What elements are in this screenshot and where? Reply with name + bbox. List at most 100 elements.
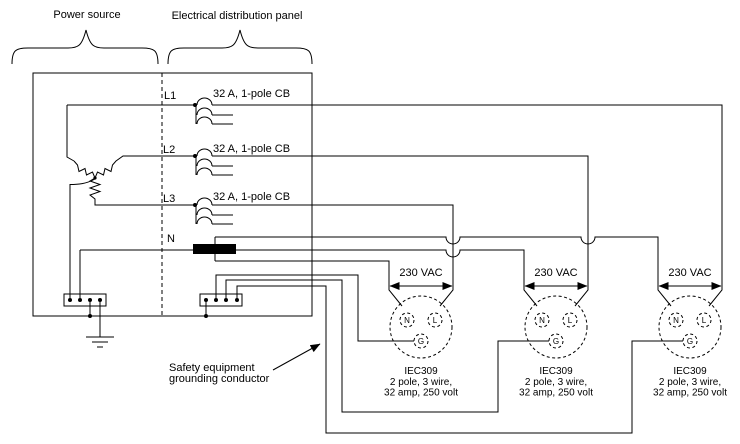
neutral-system [80, 237, 671, 306]
pin-n [400, 313, 414, 327]
junction-dot [88, 314, 92, 318]
panel-brace [168, 30, 312, 64]
ground-wire-connector1 [216, 275, 414, 341]
terminal-dot [98, 298, 102, 302]
pin-l [428, 313, 442, 327]
l1-wire-to-connector3 [212, 105, 722, 306]
power-source-label: Power source [53, 9, 120, 21]
pin-g [414, 334, 428, 348]
source-terminal-block [64, 294, 114, 347]
pin-l [697, 313, 711, 327]
circuit-l2: 32 A, 1-pole CB [193, 143, 588, 306]
enclosure-box [33, 73, 312, 316]
neutral-branch-connector1 [215, 261, 402, 306]
circuit-l1: 32 A, 1-pole CB [67, 88, 722, 306]
l2-wire-to-connector2 [212, 156, 588, 306]
neutral-wire-source [80, 250, 193, 298]
connector-spec-line1: 2 pole, 3 wire, [390, 377, 452, 388]
panel-label: Electrical distribution panel [172, 10, 303, 22]
connector-spec-line2: 32 amp, 250 volt [384, 388, 458, 399]
terminal-dot [88, 298, 92, 302]
winding-l1 [74, 161, 95, 178]
pin-g-label: G [553, 337, 559, 346]
terminal-dot [78, 298, 82, 302]
cb-arc-2 [197, 208, 233, 215]
cb-arc-2 [197, 159, 233, 166]
ground-note-line1: Safety equipment [169, 362, 255, 374]
pin-n-label: N [539, 316, 545, 325]
l3-wire-to-connector1 [212, 205, 453, 306]
terminal-block-body [200, 294, 242, 306]
pin-l [563, 313, 577, 327]
wye-source [67, 105, 197, 298]
connector-spec-line1: 2 pole, 3 wire, [525, 377, 587, 388]
neutral-tap-wire [70, 179, 95, 298]
connector-body [525, 296, 587, 358]
pin-g [683, 334, 697, 348]
connector-body [390, 296, 452, 358]
connector-spec-line2: 32 amp, 250 volt [653, 388, 727, 399]
cb-arc-3 [197, 217, 233, 224]
voltage-label: 230 VAC [668, 267, 711, 279]
pin-l-label: L [568, 316, 573, 325]
terminal-dot [235, 298, 239, 302]
iec309-connector-2: 230 VAC N L G IEC309 2 pole, 3 wire, 32 … [519, 267, 593, 399]
breaker-l3-label: 32 A, 1-pole CB [213, 191, 290, 203]
winding-l3 [90, 178, 197, 205]
ground-note-line2: grounding conductor [169, 373, 270, 385]
connector-spec-line1: 2 pole, 3 wire, [659, 377, 721, 388]
pin-l-label: L [702, 316, 707, 325]
ground-wire-connector3 [237, 286, 683, 433]
wye-center-node [93, 176, 97, 180]
breaker-l1-label: 32 A, 1-pole CB [213, 88, 290, 100]
voltage-label: 230 VAC [534, 267, 577, 279]
cb-arc-2 [197, 108, 233, 115]
voltage-label: 230 VAC [399, 267, 442, 279]
terminal-dot [224, 298, 228, 302]
pin-g-label: G [418, 337, 424, 346]
junction-dot [204, 314, 208, 318]
connector-name-label: IEC309 [673, 366, 707, 377]
pin-n-label: N [404, 316, 410, 325]
connector-name-label: IEC309 [539, 366, 573, 377]
ground-note: Safety equipment grounding conductor [169, 344, 321, 385]
pin-n [535, 313, 549, 327]
l1-label: L1 [164, 90, 176, 102]
terminal-block-body [64, 294, 106, 306]
panel-terminal-block [200, 275, 683, 433]
cb-arc-3 [197, 168, 233, 175]
breaker-l1 [193, 98, 233, 124]
pin-g [549, 334, 563, 348]
l1-riser-wire [67, 105, 74, 161]
neutral-branch-connector3 [215, 237, 671, 306]
cb-arc-3 [197, 117, 233, 124]
neutral-branch-connector2 [236, 250, 537, 306]
pin-l-label: L [433, 316, 438, 325]
cb-arc-1 [197, 98, 212, 105]
connector-spec-line2: 32 amp, 250 volt [519, 388, 593, 399]
pin-n-label: N [673, 316, 679, 325]
breaker-l3 [193, 198, 233, 224]
earth-ground-symbol [86, 337, 114, 347]
terminal-dot [214, 298, 218, 302]
pin-n [669, 313, 683, 327]
connector-name-label: IEC309 [404, 366, 438, 377]
connector-body [659, 296, 721, 358]
terminal-dot [204, 298, 208, 302]
l3-label: L3 [163, 193, 175, 205]
ground-wire-connector2 [226, 280, 549, 412]
cb-arc-1 [197, 149, 212, 156]
circuit-l3: 32 A, 1-pole CB [193, 191, 453, 306]
terminal-dot [68, 298, 72, 302]
breaker-l2-label: 32 A, 1-pole CB [213, 143, 290, 155]
iec309-connector-1: 230 VAC N L G IEC309 2 pole, 3 wire, 32 … [384, 267, 458, 399]
winding-l2 [95, 156, 197, 178]
l2-label: L2 [163, 144, 175, 156]
pin-g-label: G [687, 337, 693, 346]
cb-arc-1 [197, 198, 212, 205]
breaker-l2 [193, 149, 233, 175]
iec309-connector-3: 230 VAC N L G IEC309 2 pole, 3 wire, 32 … [653, 267, 727, 399]
n-label: N [167, 233, 175, 245]
